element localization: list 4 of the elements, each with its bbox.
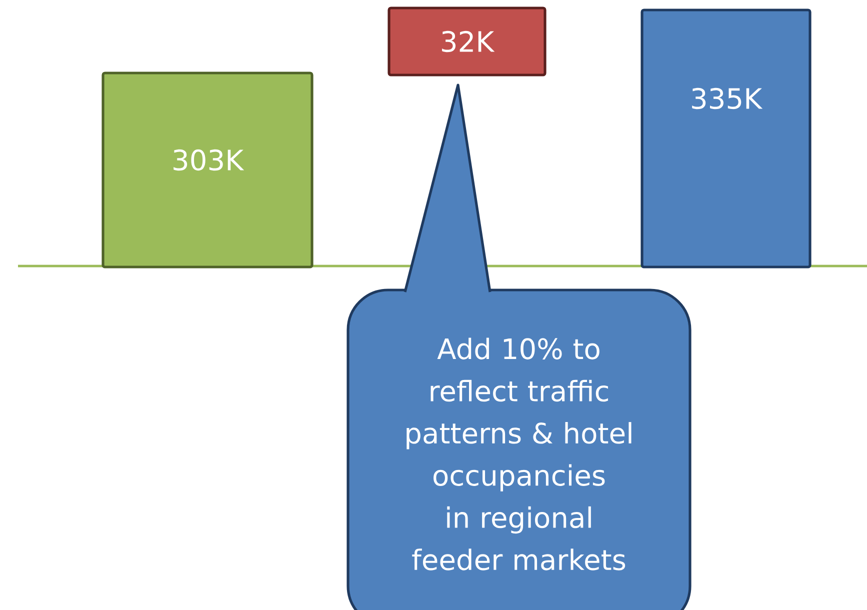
- callout-box: Add 10% to reflect traffic patterns & hotel occupancies in regional feeder markets: [346, 84, 692, 610]
- value-box: 32K: [388, 6, 546, 76]
- value-box: 303K: [102, 72, 314, 268]
- value-box: 335K: [640, 8, 812, 268]
